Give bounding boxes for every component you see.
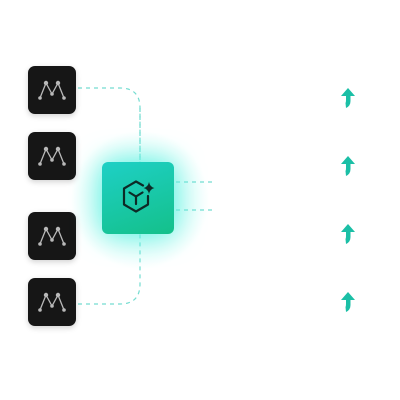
up-arrow-icon [341, 292, 355, 312]
input-node-1 [28, 66, 76, 114]
input-node-3 [28, 212, 76, 260]
up-arrow-icon [341, 224, 355, 244]
network-graph-icon [38, 226, 66, 246]
hexagon-sparkle-icon [122, 180, 155, 213]
hub-node [102, 162, 174, 234]
network-graph-icon [38, 80, 66, 100]
output-arrow-3 [339, 223, 357, 245]
input-node-2 [28, 132, 76, 180]
network-graph-icon [38, 292, 66, 312]
up-arrow-icon [341, 88, 355, 108]
up-arrow-icon [341, 156, 355, 176]
connector-input-1 [78, 87, 141, 162]
output-arrow-4 [339, 291, 357, 313]
input-node-4 [28, 278, 76, 326]
output-arrow-1 [339, 87, 357, 109]
network-graph-icon [38, 146, 66, 166]
connector-input-4 [78, 234, 141, 305]
output-arrow-2 [339, 155, 357, 177]
